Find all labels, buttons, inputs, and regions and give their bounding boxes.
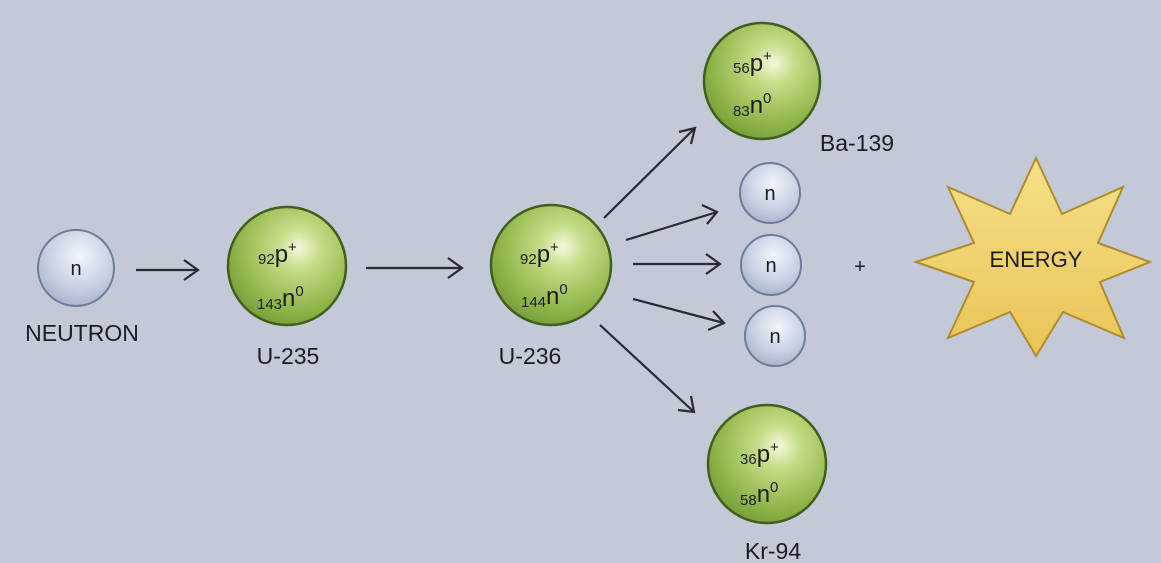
- u235-label: U-235: [257, 343, 320, 369]
- kr94-proton-charge: +: [770, 439, 779, 456]
- u235-proton-notation: 92p+: [258, 239, 297, 268]
- u235-neutron-charge: 0: [295, 283, 303, 300]
- kr94-proton-count: 36: [740, 451, 757, 468]
- incoming-neutron: n NEUTRON: [25, 229, 139, 346]
- energy-star-shape: [912, 155, 1153, 358]
- kr94-label: Kr-94: [745, 538, 801, 563]
- ba139-neutron-symbol: n: [750, 92, 763, 119]
- arrow-to-neutron-1: [625, 204, 719, 242]
- released-neutron-symbol: n: [764, 183, 775, 205]
- u235-neutron-notation: 143n0: [257, 283, 304, 313]
- u236-neutron-notation: 144n0: [521, 281, 568, 311]
- u236-proton-symbol: p: [537, 241, 550, 268]
- ba139-neutron-count: 83: [733, 103, 750, 120]
- neutron-circle: [744, 305, 806, 367]
- released-neutron-3: n: [744, 305, 806, 367]
- ba139-proton-notation: 56p+: [733, 48, 772, 77]
- ba139-proton-symbol: p: [750, 50, 763, 77]
- arrow-to-kr94: [599, 324, 696, 414]
- u235-proton-count: 92: [258, 251, 275, 268]
- arrow-to-neutron-2: [633, 253, 722, 275]
- ba139-neutron-notation: 83n0: [733, 90, 771, 120]
- u236-circle: [489, 203, 613, 327]
- kr94-neutron-charge: 0: [770, 479, 778, 496]
- released-neutron-1: n: [739, 162, 801, 224]
- neutron-circle: [740, 234, 802, 296]
- energy-label: ENERGY: [990, 247, 1083, 272]
- kr94-neutron-symbol: n: [757, 481, 770, 508]
- neutron-label: NEUTRON: [25, 320, 139, 346]
- u236-neutron-charge: 0: [559, 281, 567, 298]
- u235-neutron-symbol: n: [282, 285, 295, 312]
- arrow-to-neutron-3: [632, 297, 726, 332]
- kr94-proton-notation: 36p+: [740, 439, 779, 468]
- neutron-symbol: n: [70, 258, 81, 280]
- ba139-proton-charge: +: [763, 48, 772, 65]
- ba139-label: Ba-139: [820, 130, 894, 156]
- kr94-neutron-notation: 58n0: [740, 479, 778, 509]
- kr94-neutron-count: 58: [740, 492, 757, 509]
- neutron-circle: [37, 229, 115, 307]
- arrow-to-ba139: [603, 126, 697, 219]
- u236-neutron-symbol: n: [546, 283, 559, 310]
- ba139-proton-count: 56: [733, 60, 750, 77]
- arrow-neutron-to-u235: [136, 259, 200, 281]
- u236-nucleus: 92p+ 144n0 U-236: [489, 203, 613, 369]
- kr94-proton-symbol: p: [757, 441, 770, 468]
- ba139-nucleus: 56p+ 83n0 Ba-139: [702, 21, 894, 156]
- released-neutron-symbol: n: [765, 255, 776, 277]
- neutron-circle: [739, 162, 801, 224]
- kr94-nucleus: 36p+ 58n0 Kr-94: [706, 403, 828, 563]
- energy-burst: ENERGY: [912, 155, 1153, 358]
- u236-proton-charge: +: [550, 239, 559, 256]
- kr94-circle: [706, 403, 828, 525]
- released-neutron-2: n: [740, 234, 802, 296]
- plus-sign: +: [854, 256, 866, 278]
- u235-neutron-count: 143: [257, 296, 282, 313]
- u236-proton-count: 92: [520, 251, 537, 268]
- u236-proton-notation: 92p+: [520, 239, 559, 268]
- u235-circle: [226, 205, 348, 327]
- arrow-u235-to-u236: [366, 257, 464, 279]
- u235-proton-symbol: p: [275, 241, 288, 268]
- released-neutron-symbol: n: [769, 326, 780, 348]
- u236-label: U-236: [499, 343, 562, 369]
- ba139-circle: [702, 21, 822, 141]
- u236-neutron-count: 144: [521, 294, 546, 311]
- u235-nucleus: 92p+ 143n0 U-235: [226, 205, 348, 369]
- u235-proton-charge: +: [288, 239, 297, 256]
- ba139-neutron-charge: 0: [763, 90, 771, 107]
